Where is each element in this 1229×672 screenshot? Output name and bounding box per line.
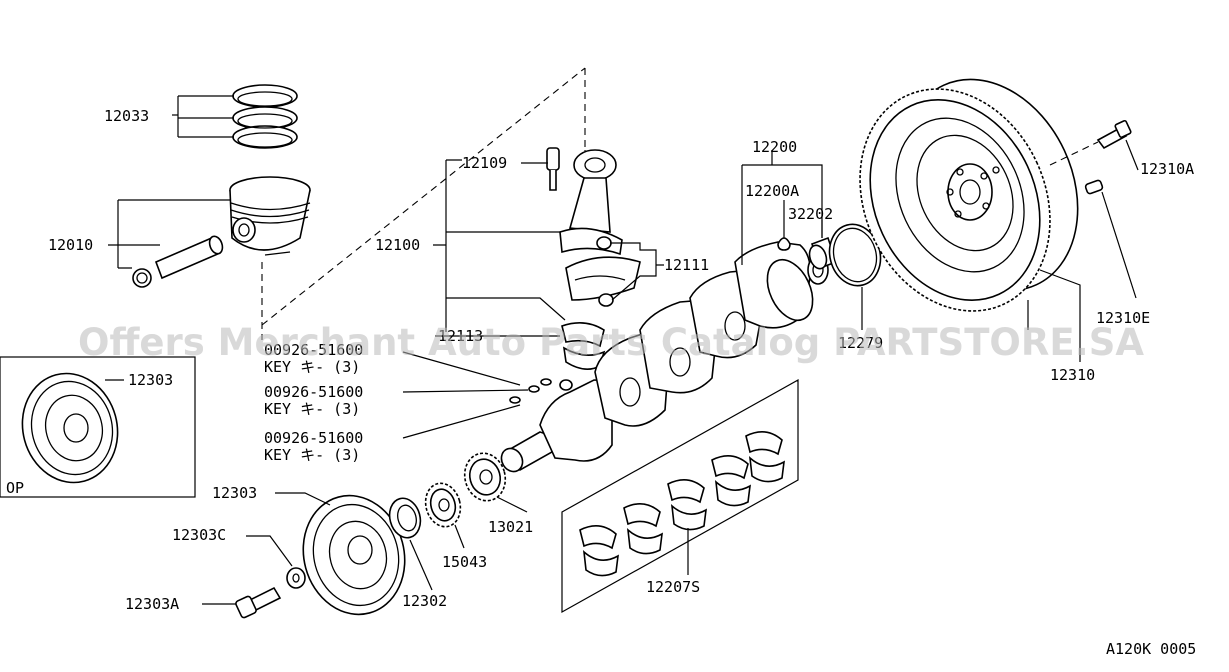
key-2-desc: KEY キ- (3) (264, 400, 360, 418)
label-12207s: 12207S (646, 578, 700, 596)
piston-rings-12033[interactable] (232, 84, 298, 149)
label-15043: 15043 (442, 553, 487, 571)
key-2-part: 00926-51600 (264, 383, 363, 401)
key-1-part: 00926-51600 (264, 341, 363, 359)
watermark: Offers Merchant Auto Parts Catalog PARTS… (78, 321, 1144, 364)
crankshaft-12200[interactable] (497, 241, 829, 475)
piston-pin-12010[interactable] (132, 234, 225, 288)
label-12303c: 12303C (172, 526, 226, 544)
label-12113: 12113 (438, 327, 483, 345)
label-13021: 13021 (488, 518, 533, 536)
label-12109: 12109 (462, 154, 507, 172)
front-oil-seal-12302[interactable] (385, 495, 424, 541)
option-box (0, 356, 196, 498)
label-12310: 12310 (1050, 366, 1095, 384)
diagram-code: A120K 0005 (1106, 640, 1196, 658)
label-12111: 12111 (664, 256, 709, 274)
rod-bolt-12109[interactable] (546, 147, 560, 191)
pulley-12303-option[interactable] (10, 363, 129, 494)
main-bearings-12207s[interactable] (579, 431, 785, 577)
label-12310e: 12310E (1096, 309, 1150, 327)
label-12200a: 12200A (745, 182, 799, 200)
crank-sprocket-13021[interactable] (459, 449, 510, 506)
label-12302: 12302 (402, 592, 447, 610)
key-3-desc: KEY キ- (3) (264, 446, 360, 464)
pilot-bushing-12200a[interactable] (777, 237, 791, 251)
label-12303-option: 12303 (128, 371, 173, 389)
label-32202: 32202 (788, 205, 833, 223)
label-12200: 12200 (752, 138, 797, 156)
option-label: OP (6, 479, 24, 497)
label-12010: 12010 (48, 236, 93, 254)
pulley-bolt-12303a[interactable] (235, 586, 282, 619)
label-12033: 12033 (104, 107, 149, 125)
label-12303a: 12303A (125, 595, 179, 613)
connecting-rod-12100[interactable] (559, 149, 641, 301)
crank-pulley-12303[interactable] (290, 484, 418, 626)
rod-bearing-12113[interactable] (561, 322, 606, 370)
label-12310a: 12310A (1140, 160, 1194, 178)
washer-12303c[interactable] (286, 567, 306, 589)
label-12303: 12303 (212, 484, 257, 502)
key-3-part: 00926-51600 (264, 429, 363, 447)
main-bearing-box (561, 378, 799, 614)
flywheel-dowel-12310e[interactable] (1084, 179, 1104, 195)
flywheel-bolt-12310a[interactable] (1096, 119, 1132, 150)
key-parts[interactable] (509, 378, 552, 404)
flywheel-12310[interactable] (825, 51, 1111, 343)
oil-pump-gear-15043[interactable] (421, 479, 465, 530)
piston-12010[interactable] (229, 176, 311, 256)
label-12279: 12279 (838, 334, 883, 352)
rod-nut-12111[interactable] (596, 236, 614, 307)
key-1-desc: KEY キ- (3) (264, 358, 360, 376)
label-12100: 12100 (375, 236, 420, 254)
